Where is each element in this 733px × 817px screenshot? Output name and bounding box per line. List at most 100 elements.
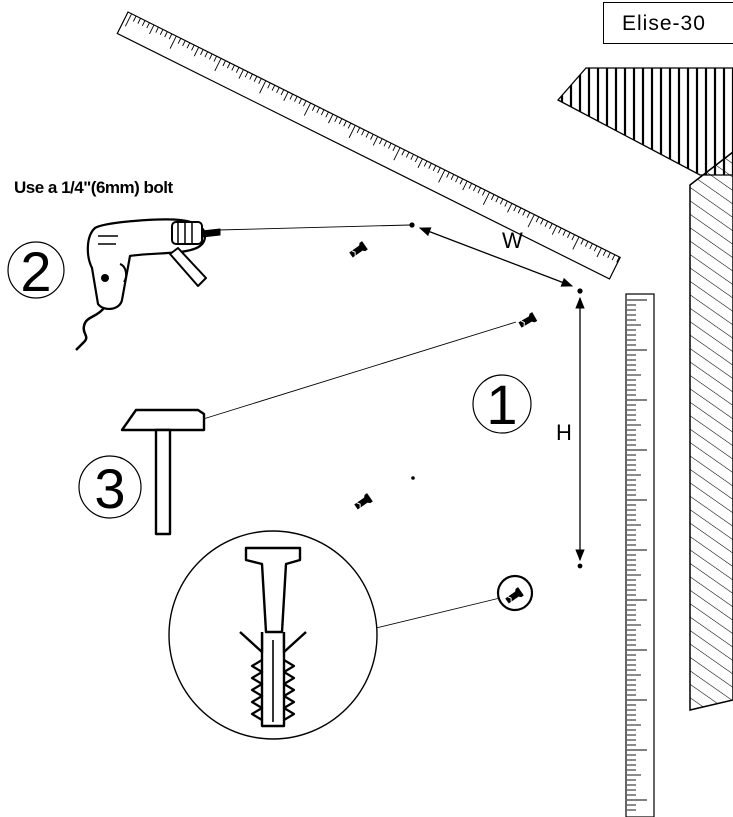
ruler-tick <box>334 116 338 122</box>
ruler-tick <box>132 15 137 22</box>
ruler-tick <box>182 40 186 47</box>
ruler-tick <box>602 250 607 256</box>
ruler-tick <box>527 214 535 228</box>
ruler-tick <box>462 180 468 191</box>
ruler-tick <box>495 196 499 203</box>
height-label: H <box>556 420 572 445</box>
ruler-tick <box>544 221 549 227</box>
ruler-tick <box>388 142 392 149</box>
ruler-tick <box>468 183 473 189</box>
ruler-tick <box>222 60 226 67</box>
ruler-tick <box>200 49 204 56</box>
ruler-tick <box>204 51 209 58</box>
ruler-tick <box>146 22 150 29</box>
ruler-tick <box>417 158 423 168</box>
model-label: Elise-30 <box>603 2 733 44</box>
ruler-tick <box>438 169 446 183</box>
ruler-tick <box>393 147 401 161</box>
ruler-tick <box>572 236 580 250</box>
ruler-tick <box>450 174 455 180</box>
ruler-tick <box>328 113 334 124</box>
ruler-tick <box>155 26 159 33</box>
ruler-tick <box>507 203 513 213</box>
ruler-tick <box>276 87 280 93</box>
ruler-tick <box>405 151 410 158</box>
ruler-tick <box>580 238 584 245</box>
ruler-tick <box>414 156 419 163</box>
ruler-tick <box>481 189 486 196</box>
ruler-tick <box>446 171 450 178</box>
drill-hole-points <box>409 222 583 569</box>
ruler-tick <box>513 205 517 212</box>
step-3-number: 3 <box>94 457 125 520</box>
ruler-tick <box>616 256 620 263</box>
ruler-tick <box>303 100 307 107</box>
ruler-tick <box>141 20 146 27</box>
ruler-tick <box>437 167 441 174</box>
ruler-tick <box>392 145 396 151</box>
height-dimension: H <box>556 296 585 562</box>
ruler-tick <box>137 18 141 24</box>
guide-lines <box>199 224 517 629</box>
width-label: W <box>502 228 523 253</box>
hammer-icon <box>120 408 206 536</box>
ruler-icon <box>116 11 622 280</box>
ruler-tick <box>164 31 168 38</box>
ruler-tick <box>238 69 244 79</box>
ruler-tick <box>316 107 320 114</box>
drill-icon <box>75 218 221 351</box>
ruler-tick <box>428 163 432 169</box>
ruler-tick <box>365 131 370 138</box>
step-3-badge: 3 <box>78 455 142 520</box>
ruler-tick <box>249 73 253 80</box>
ruler-tick <box>379 138 383 145</box>
ruler-tick <box>596 247 602 258</box>
width-dimension: W <box>418 227 574 287</box>
ruler-tick <box>504 200 508 207</box>
ruler-tick <box>294 96 298 102</box>
anchor-in-wall-icon <box>496 574 534 612</box>
ruler-tick <box>499 198 504 205</box>
ruler-tick <box>271 84 276 91</box>
ruler-tick <box>372 136 379 146</box>
ruler-tick <box>226 62 231 69</box>
ruler-tick <box>213 55 218 62</box>
step-2-badge: 2 <box>7 240 65 303</box>
ruler-tick <box>258 78 262 85</box>
ruler-tick <box>168 33 173 40</box>
ruler-tick <box>490 194 495 201</box>
ruler-tick <box>289 93 294 100</box>
ruler-tick <box>253 76 258 82</box>
ruler-tick <box>459 178 464 185</box>
ruler-tick <box>235 67 240 73</box>
ruler-tick <box>482 192 490 205</box>
ruler-tick <box>432 165 437 172</box>
ruler-tick <box>209 53 213 60</box>
bolt-note: Use a 1/4"(6mm) bolt <box>14 178 173 197</box>
anchor-detail-icon <box>168 530 378 740</box>
ruler-tick <box>149 24 155 35</box>
ruler-tick <box>584 241 589 247</box>
ruler-tick <box>325 111 329 118</box>
ruler-tick <box>298 98 303 105</box>
ruler-tick <box>540 218 544 225</box>
step-1-badge: 1 <box>472 373 532 436</box>
ruler-tick <box>159 29 164 35</box>
ruler-tick <box>361 129 365 136</box>
ruler-tick <box>347 122 352 129</box>
ruler-tick <box>267 82 271 89</box>
ruler-tick <box>526 212 531 218</box>
ruler-tick <box>611 254 616 261</box>
ruler-tick <box>343 120 347 127</box>
ruler-tick <box>193 47 200 57</box>
ruler-tick <box>311 105 316 111</box>
vertical-ruler-icon <box>625 293 655 817</box>
ruler-tick <box>401 149 405 156</box>
ruler-tick <box>455 176 459 183</box>
ruler-tick <box>283 91 289 102</box>
ruler-tick <box>593 245 598 252</box>
ruler-tick <box>186 42 191 49</box>
ruler-tick <box>303 102 311 116</box>
ruler-tick <box>607 252 611 259</box>
